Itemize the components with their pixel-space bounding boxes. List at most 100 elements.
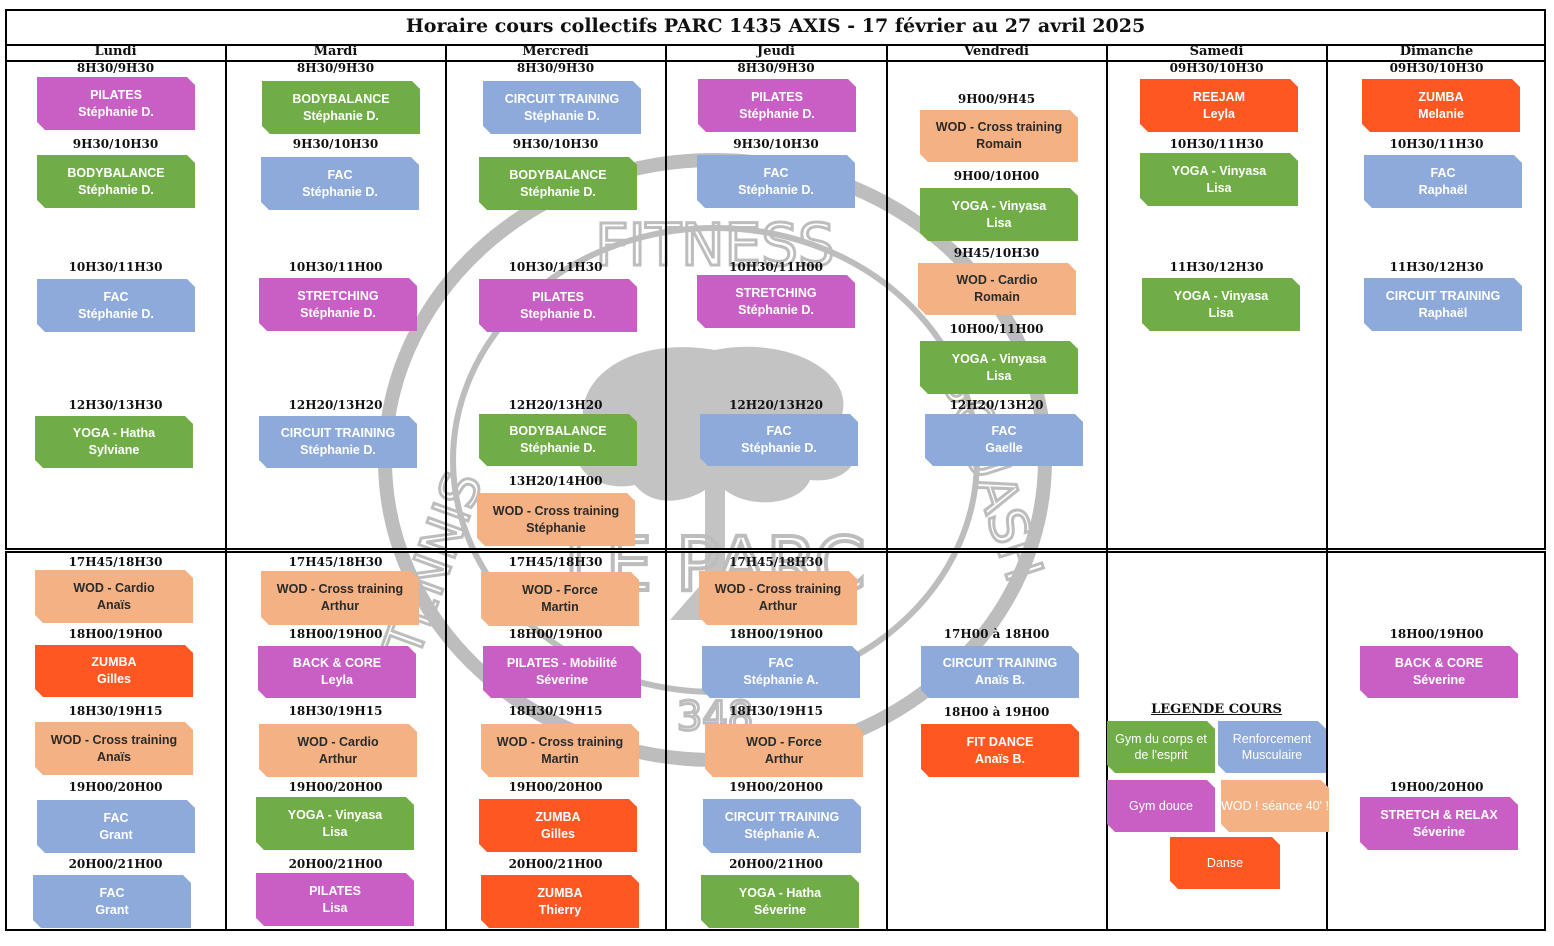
class-coach: Stéphanie D. xyxy=(300,443,376,457)
class-time: 09H30/10H30 xyxy=(1169,61,1264,75)
class-coach: Lisa xyxy=(1208,305,1234,320)
class-time: 9H30/10H30 xyxy=(512,137,599,151)
class-name: CIRCUIT TRAINING xyxy=(724,810,840,824)
class-time: 19H00/20H00 xyxy=(508,780,603,794)
class-name: YOGA - Vinyasa xyxy=(1173,288,1269,303)
class-time: 19H00/20H00 xyxy=(288,780,383,794)
class-coach: Gilles xyxy=(540,826,576,841)
class-name: YOGA - Vinyasa xyxy=(951,198,1047,213)
class-coach: Stéphanie D. xyxy=(303,108,379,123)
class-time: 17H00 à 18H00 xyxy=(943,627,1050,641)
class-name: WOD - Force xyxy=(522,583,598,597)
class-coach: Anaïs B. xyxy=(974,673,1025,687)
class-coach: Stéphanie A. xyxy=(744,827,820,841)
day-header-lundi: Lundi xyxy=(94,44,137,59)
class-name: STRETCHING xyxy=(735,285,817,300)
class-time: 17H45/18H30 xyxy=(288,555,383,569)
class-coach: Leyla xyxy=(1203,106,1235,121)
class-name: WOD - Cross training xyxy=(50,732,178,747)
class-time: 9H30/10H30 xyxy=(72,137,159,151)
column-divider xyxy=(1106,45,1108,931)
class-name: BODYBALANCE xyxy=(509,424,607,438)
class-coach: Stéphanie D. xyxy=(302,184,378,199)
legend-label: Gym du corps et de l'esprit xyxy=(1115,732,1207,762)
class-time: 10H30/11H30 xyxy=(1169,137,1264,151)
day-header-jeudi: Jeudi xyxy=(757,44,795,59)
class-name: WOD - Cardio xyxy=(73,580,155,595)
class-coach: Stéphanie D. xyxy=(78,182,154,197)
class-time: 12H30/13H30 xyxy=(68,398,163,412)
class-coach: Séverine xyxy=(1412,824,1466,839)
class-card[interactable]: BODYBALANCE Stéphanie D. xyxy=(37,155,195,208)
class-name: PILATES xyxy=(751,89,803,104)
class-time: 9H30/10H30 xyxy=(292,137,379,151)
class-coach: Stéphanie D. xyxy=(524,108,600,123)
class-card[interactable]: CIRCUIT TRAINING Stéphanie A. xyxy=(703,799,861,853)
class-coach: Stéphanie D. xyxy=(78,306,154,321)
class-name: YOGA - Hatha xyxy=(738,885,822,900)
class-name: BODYBALANCE xyxy=(509,167,607,182)
class-name: BODYBALANCE xyxy=(67,165,165,180)
class-name: STRETCHING xyxy=(297,288,379,303)
class-name: FAC xyxy=(763,165,789,180)
class-time: 20H00/21H00 xyxy=(68,857,163,871)
class-name: WOD - Cross training xyxy=(714,582,842,596)
class-name: ZUMBA xyxy=(91,655,137,669)
class-coach: Arthur xyxy=(758,599,798,613)
class-time: 19H00/20H00 xyxy=(729,780,823,794)
class-time: 20H00/21H00 xyxy=(729,857,823,871)
column-divider xyxy=(445,45,447,931)
class-time: 18H30/19H15 xyxy=(508,704,603,718)
